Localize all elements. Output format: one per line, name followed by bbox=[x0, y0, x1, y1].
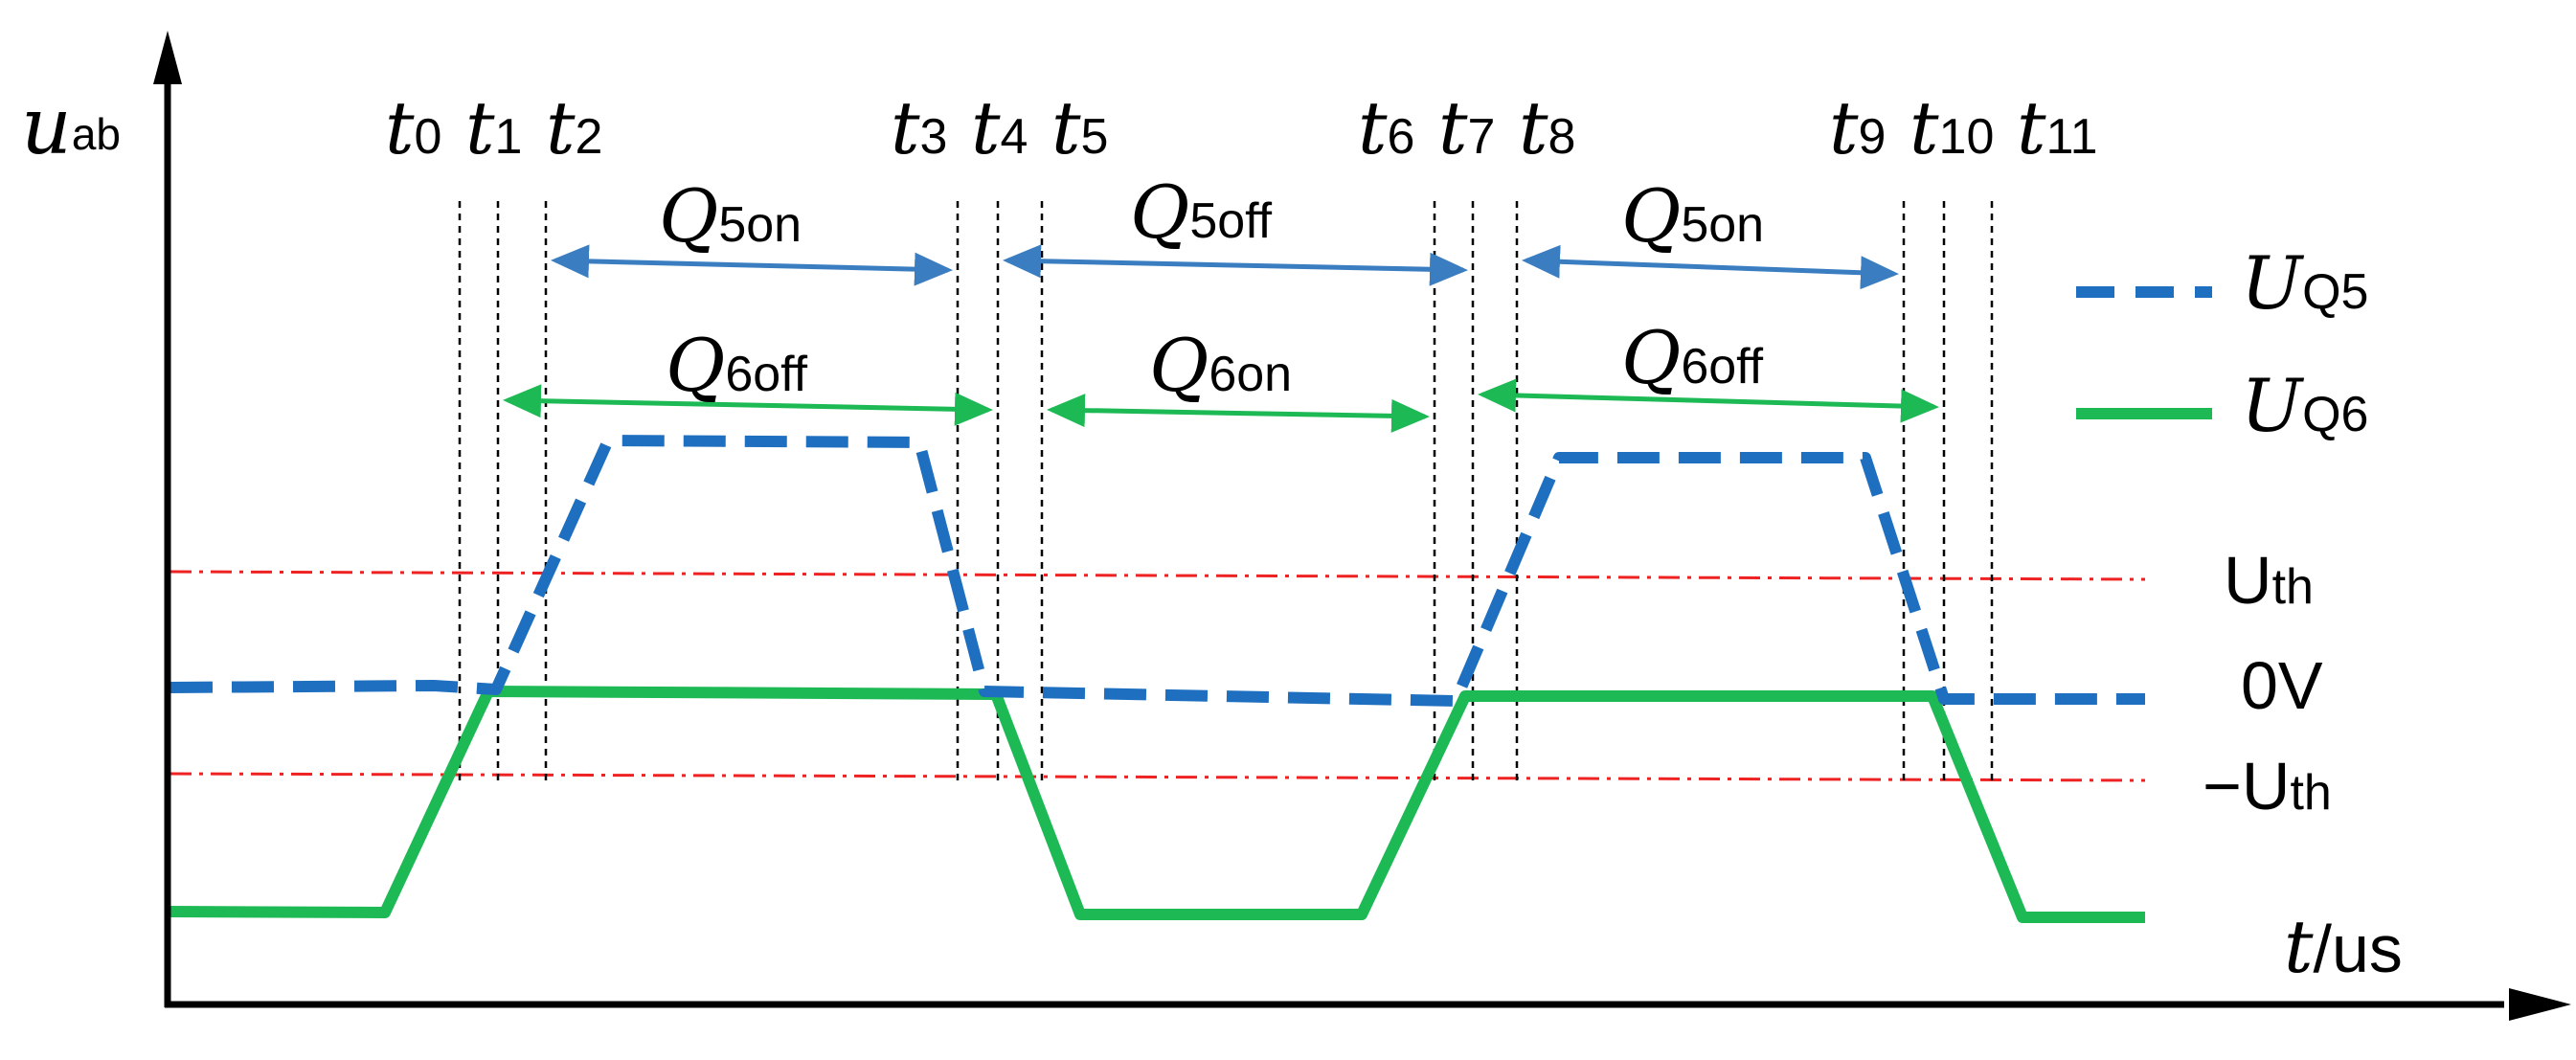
time-label-t7: t7 bbox=[1438, 85, 1495, 170]
zero-volt-label: 0V bbox=[2241, 648, 2323, 723]
interval-label-q6off-2: Q6off bbox=[1621, 315, 1764, 400]
uth-label: Uth bbox=[2224, 543, 2314, 618]
q6off-arrow-1 bbox=[503, 384, 993, 426]
uq6-waveform bbox=[167, 686, 2145, 923]
time-label-t10: t10 bbox=[1909, 85, 1994, 170]
y-axis-arrowhead bbox=[153, 31, 182, 84]
time-label-t4: t4 bbox=[971, 85, 1028, 170]
interval-label-q6off-1: Q6off bbox=[666, 323, 808, 408]
interval-label-q5off: Q5off bbox=[1130, 169, 1273, 255]
legend: UQ5 UQ6 bbox=[2076, 240, 2368, 448]
x-axis-label: t/us bbox=[2284, 904, 2403, 989]
time-marker-lines bbox=[458, 201, 1994, 780]
legend-uq6-label: UQ6 bbox=[2241, 363, 2368, 448]
x-axis-arrowhead bbox=[2509, 988, 2571, 1021]
time-label-t11: t11 bbox=[2017, 85, 2098, 170]
q5off-arrow bbox=[1003, 244, 1468, 286]
uth-threshold-line bbox=[169, 570, 2146, 581]
time-label-t3: t3 bbox=[891, 85, 947, 170]
interval-label-q6on: Q6on bbox=[1149, 323, 1292, 408]
legend-uq5-label: UQ5 bbox=[2241, 240, 2368, 326]
time-label-t1: t1 bbox=[465, 85, 522, 170]
neg-uth-threshold-line bbox=[169, 772, 2146, 782]
time-label-t0: t0 bbox=[385, 85, 441, 170]
q5on-arrow-1 bbox=[551, 244, 953, 286]
interval-label-q5on-2: Q5on bbox=[1621, 173, 1764, 259]
q6on-arrow bbox=[1047, 394, 1430, 433]
time-labels: t0 t1 t2 t3 t4 t5 t6 t7 t8 t9 t10 t11 bbox=[385, 85, 2098, 170]
interval-labels: Q5on Q5off Q5on Q6off Q6on Q6off bbox=[659, 169, 1764, 408]
interval-label-q5on-1: Q5on bbox=[659, 173, 802, 259]
q6off-arrow-2 bbox=[1478, 378, 1939, 423]
uq5-waveform bbox=[169, 435, 2145, 707]
time-label-t5: t5 bbox=[1051, 85, 1108, 170]
neg-uth-label: −Uth bbox=[2203, 749, 2332, 823]
q5on-arrow-2 bbox=[1522, 244, 1899, 290]
time-label-t9: t9 bbox=[1829, 85, 1886, 170]
time-label-t2: t2 bbox=[546, 85, 602, 170]
time-label-t6: t6 bbox=[1358, 85, 1414, 170]
y-axis-label: uab bbox=[21, 81, 121, 172]
time-label-t8: t8 bbox=[1519, 85, 1575, 170]
